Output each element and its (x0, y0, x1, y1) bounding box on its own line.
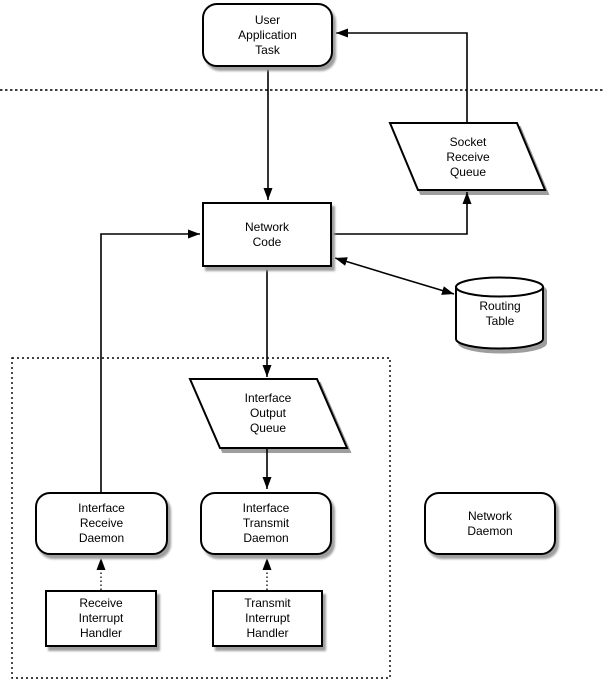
socket-receive-queue-label: Socket Receive Queue (446, 134, 490, 179)
transmit-interrupt-handler-label: Transmit Interrupt Handler (244, 596, 291, 640)
interface-receive-daemon-label: Interface Receive Daemon (78, 501, 125, 545)
dotted-region-box (11, 357, 391, 679)
network-daemon-label: Network Daemon (467, 508, 513, 538)
edge-networkcode-to-socketqueue (332, 192, 472, 235)
edge-socketqueue-to-userapp (336, 28, 468, 123)
node-receive-interrupt-handler: Receive Interrupt Handler (45, 590, 157, 647)
network-code-label: Network Code (244, 219, 289, 249)
routing-table-cylinder-body (455, 287, 544, 350)
receive-interrupt-handler-label: Receive Interrupt Handler (78, 596, 124, 640)
routing-table-cylinder-top (455, 276, 544, 298)
interface-output-queue-shape (188, 378, 349, 449)
node-routing-table: Routing Table (450, 292, 550, 336)
edge-routingtable-to-networkcode (334, 257, 395, 277)
routing-table-label: Routing Table (479, 299, 521, 328)
user-application-task-label: User Application Task (238, 12, 297, 57)
node-socket-receive-queue: Socket Receive Queue (408, 129, 528, 185)
node-network-code: Network Code (202, 202, 332, 267)
node-interface-output-queue: Interface Output Queue (208, 385, 328, 441)
edge-networkcode-to-routingtable (393, 275, 455, 295)
interface-transmit-daemon-label: Interface Transmit Daemon (242, 501, 290, 545)
node-interface-receive-daemon: Interface Receive Daemon (35, 492, 168, 555)
node-network-daemon: Network Daemon (424, 492, 556, 555)
node-user-application-task: User Application Task (202, 3, 333, 67)
edge-receivedaemon-to-networkcode (100, 229, 200, 492)
socket-receive-queue-shape (388, 122, 547, 191)
interface-output-queue-label: Interface Output Queue (244, 390, 292, 435)
node-interface-transmit-daemon: Interface Transmit Daemon (200, 492, 332, 555)
node-transmit-interrupt-handler: Transmit Interrupt Handler (212, 590, 323, 647)
